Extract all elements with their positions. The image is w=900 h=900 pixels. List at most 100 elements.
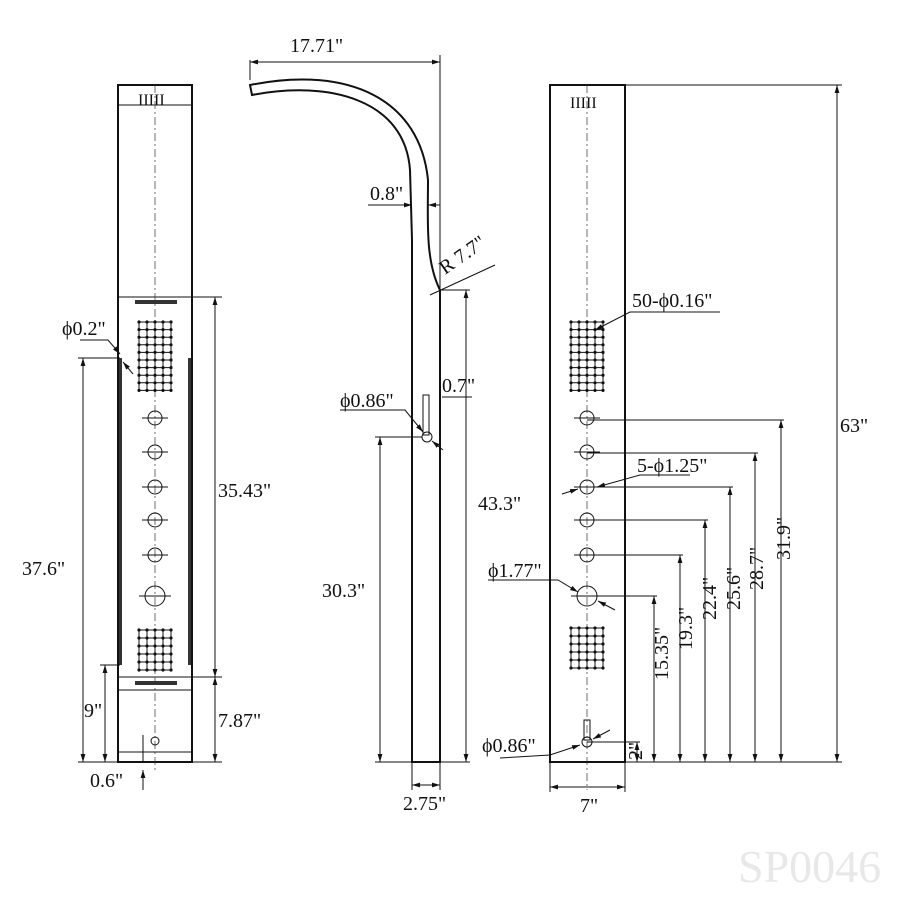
nozzle-dot bbox=[145, 652, 149, 656]
nozzle-dot bbox=[593, 366, 597, 370]
dim-2-75: 2.75" bbox=[403, 793, 446, 815]
dim-nozzles: 50-ϕ0.16" bbox=[632, 290, 712, 312]
nozzle-dot bbox=[569, 642, 573, 646]
nozzle-dot bbox=[137, 366, 141, 370]
nozzle-dot bbox=[577, 320, 581, 324]
front-view: IIIII 35.43" 7.87" 37.6" 9" 0.6" ϕ0.2" bbox=[22, 84, 271, 792]
nozzle-dot bbox=[569, 650, 573, 654]
nozzle-dot bbox=[169, 381, 173, 385]
nozzle-dot bbox=[585, 335, 589, 339]
nozzle-grid-bottom bbox=[137, 628, 173, 672]
nozzle-dot bbox=[137, 350, 141, 354]
nozzle-dot bbox=[153, 660, 157, 664]
nozzle-dot bbox=[153, 652, 157, 656]
model-watermark: SP0046 bbox=[738, 841, 881, 892]
nozzle-grid-top bbox=[137, 320, 173, 392]
dim-9: 9" bbox=[84, 700, 102, 722]
nozzle-dot bbox=[585, 381, 589, 385]
nozzle-dot bbox=[569, 358, 573, 362]
nozzle-dot bbox=[145, 636, 149, 640]
jet-holes bbox=[139, 410, 171, 607]
vent-icon: IIIII bbox=[138, 92, 165, 109]
nozzle-dot bbox=[593, 388, 597, 392]
nozzle-dot bbox=[161, 358, 165, 362]
jet-height-label: 25.6" bbox=[723, 567, 745, 610]
nozzle-dot bbox=[601, 366, 605, 370]
nozzle-dot bbox=[569, 626, 573, 630]
jet-height-label: 22.4" bbox=[699, 577, 721, 620]
nozzle-dot bbox=[577, 634, 581, 638]
nozzle-dot bbox=[161, 350, 165, 354]
nozzle-dot bbox=[569, 381, 573, 385]
nozzle-dot bbox=[569, 335, 573, 339]
nozzle-dot bbox=[153, 343, 157, 347]
nozzle-dot bbox=[593, 626, 597, 630]
nozzle-grid-top bbox=[569, 320, 605, 392]
nozzle-dot bbox=[169, 366, 173, 370]
rear-view: IIIII 63" 31.9"28.7"25.6"22.4"19.3"15.35… bbox=[482, 84, 868, 817]
nozzle-dot bbox=[145, 350, 149, 354]
nozzle-dot bbox=[137, 636, 141, 640]
nozzle-dot bbox=[601, 658, 605, 662]
dim-jets: 5-ϕ1.25" bbox=[637, 455, 707, 477]
nozzle-dot bbox=[585, 358, 589, 362]
nozzle-dot bbox=[137, 320, 141, 324]
nozzle-dot bbox=[169, 328, 173, 332]
nozzle-dot bbox=[169, 320, 173, 324]
nozzle-dot bbox=[569, 388, 573, 392]
nozzle-dot bbox=[577, 343, 581, 347]
dim-main-jet: ϕ1.77" bbox=[488, 560, 542, 582]
nozzle-dot bbox=[577, 373, 581, 377]
nozzle-dot bbox=[593, 358, 597, 362]
nozzle-grid-bottom bbox=[569, 626, 605, 670]
dim-inlet: ϕ0.86" bbox=[482, 735, 536, 757]
vent-icon: IIIII bbox=[570, 95, 597, 112]
nozzle-dot bbox=[145, 328, 149, 332]
nozzle-dot bbox=[161, 335, 165, 339]
nozzle-dot bbox=[585, 642, 589, 646]
nozzle-dot bbox=[585, 373, 589, 377]
dim-63: 63" bbox=[840, 415, 868, 437]
nozzle-dot bbox=[169, 373, 173, 377]
nozzle-dot bbox=[577, 350, 581, 354]
nozzle-dot bbox=[137, 381, 141, 385]
nozzle-dot bbox=[161, 652, 165, 656]
nozzle-dot bbox=[161, 644, 165, 648]
nozzle-dot bbox=[169, 636, 173, 640]
nozzle-dot bbox=[169, 628, 173, 632]
nozzle-dot bbox=[585, 626, 589, 630]
nozzle-dot bbox=[577, 381, 581, 385]
nozzle-dot bbox=[577, 366, 581, 370]
nozzle-dot bbox=[569, 366, 573, 370]
nozzle-dot bbox=[601, 358, 605, 362]
nozzle-dot bbox=[593, 650, 597, 654]
outlet-hole bbox=[421, 431, 433, 443]
nozzle-dot bbox=[153, 636, 157, 640]
inlet-hole bbox=[150, 736, 160, 746]
nozzle-dot bbox=[169, 668, 173, 672]
nozzle-dot bbox=[577, 666, 581, 670]
nozzle-dot bbox=[161, 381, 165, 385]
nozzle-dot bbox=[169, 350, 173, 354]
nozzle-dot bbox=[137, 660, 141, 664]
nozzle-dot bbox=[145, 660, 149, 664]
nozzle-dot bbox=[153, 373, 157, 377]
nozzle-dot bbox=[601, 642, 605, 646]
nozzle-dot bbox=[585, 658, 589, 662]
nozzle-dot bbox=[593, 381, 597, 385]
nozzle-dot bbox=[569, 320, 573, 324]
nozzle-dot bbox=[137, 668, 141, 672]
nozzle-dot bbox=[585, 350, 589, 354]
nozzle-dot bbox=[577, 658, 581, 662]
nozzle-dot bbox=[585, 328, 589, 332]
nozzle-dot bbox=[577, 650, 581, 654]
nozzle-dot bbox=[169, 660, 173, 664]
nozzle-dot bbox=[161, 668, 165, 672]
nozzle-dot bbox=[153, 320, 157, 324]
nozzle-dot bbox=[137, 373, 141, 377]
side-view: 17.71" 0.8" R 7.7" ϕ0.86" 0.7" 43.3" 30.… bbox=[248, 35, 521, 815]
nozzle-dot bbox=[577, 335, 581, 339]
nozzle-dot bbox=[601, 650, 605, 654]
nozzle-dot bbox=[585, 634, 589, 638]
